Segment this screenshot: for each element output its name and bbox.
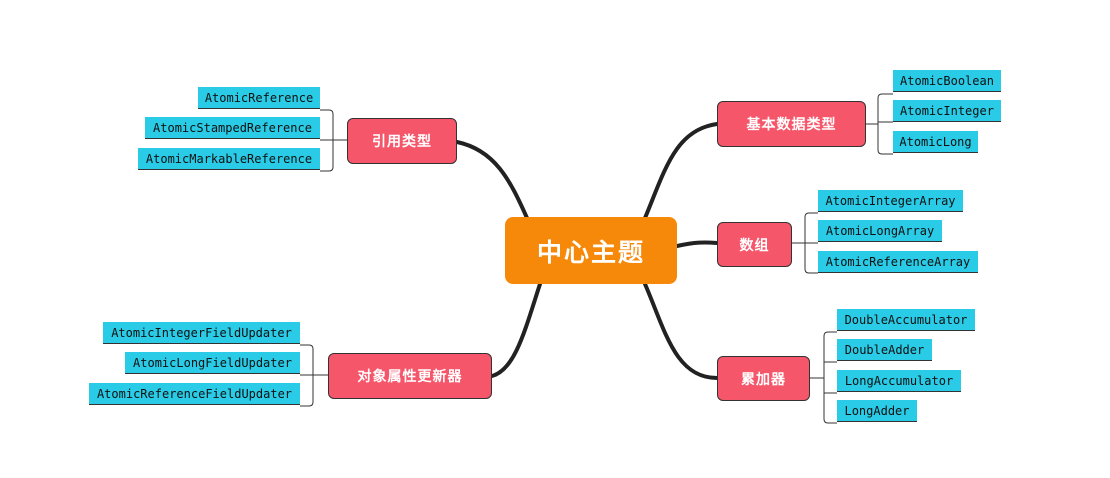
branch-array[interactable]: 数组 <box>717 222 792 267</box>
leaf-double-accumulator[interactable]: DoubleAccumulator <box>837 309 975 331</box>
leaf-atomic-integer[interactable]: AtomicInteger <box>893 100 1001 122</box>
connector-basic <box>643 122 719 220</box>
branch-reference-types[interactable]: 引用类型 <box>347 118 457 164</box>
center-topic[interactable]: 中心主题 <box>505 217 677 284</box>
connector-field-updater <box>490 282 542 378</box>
connector-accumulator <box>643 282 719 380</box>
leaf-atomic-stamped-reference[interactable]: AtomicStampedReference <box>145 117 320 139</box>
leaf-atomic-long[interactable]: AtomicLong <box>893 131 978 153</box>
branch-accumulator[interactable]: 累加器 <box>717 356 810 401</box>
leaf-atomic-reference[interactable]: AtomicReference <box>198 87 320 109</box>
bracket-accumulator <box>823 331 837 424</box>
leaf-atomic-long-field-updater[interactable]: AtomicLongFieldUpdater <box>125 352 300 374</box>
bracket-basic <box>877 93 893 155</box>
leaf-atomic-boolean[interactable]: AtomicBoolean <box>893 70 1001 92</box>
leaf-atomic-markable-reference[interactable]: AtomicMarkableReference <box>138 148 320 170</box>
leaf-atomic-integer-field-updater[interactable]: AtomicIntegerFieldUpdater <box>103 322 300 344</box>
leaf-long-accumulator[interactable]: LongAccumulator <box>837 370 961 392</box>
branch-field-updater[interactable]: 对象属性更新器 <box>328 353 492 399</box>
leaf-double-adder[interactable]: DoubleAdder <box>837 339 932 361</box>
leaf-atomic-reference-array[interactable]: AtomicReferenceArray <box>818 251 978 273</box>
leaf-atomic-reference-field-updater[interactable]: AtomicReferenceFieldUpdater <box>89 383 300 405</box>
leaf-atomic-integer-array[interactable]: AtomicIntegerArray <box>818 190 963 212</box>
connector-array <box>675 240 719 248</box>
branch-basic-types[interactable]: 基本数据类型 <box>717 101 866 147</box>
connector-reference <box>455 140 529 220</box>
leaf-long-adder[interactable]: LongAdder <box>837 400 917 422</box>
leaf-atomic-long-array[interactable]: AtomicLongArray <box>818 220 942 242</box>
